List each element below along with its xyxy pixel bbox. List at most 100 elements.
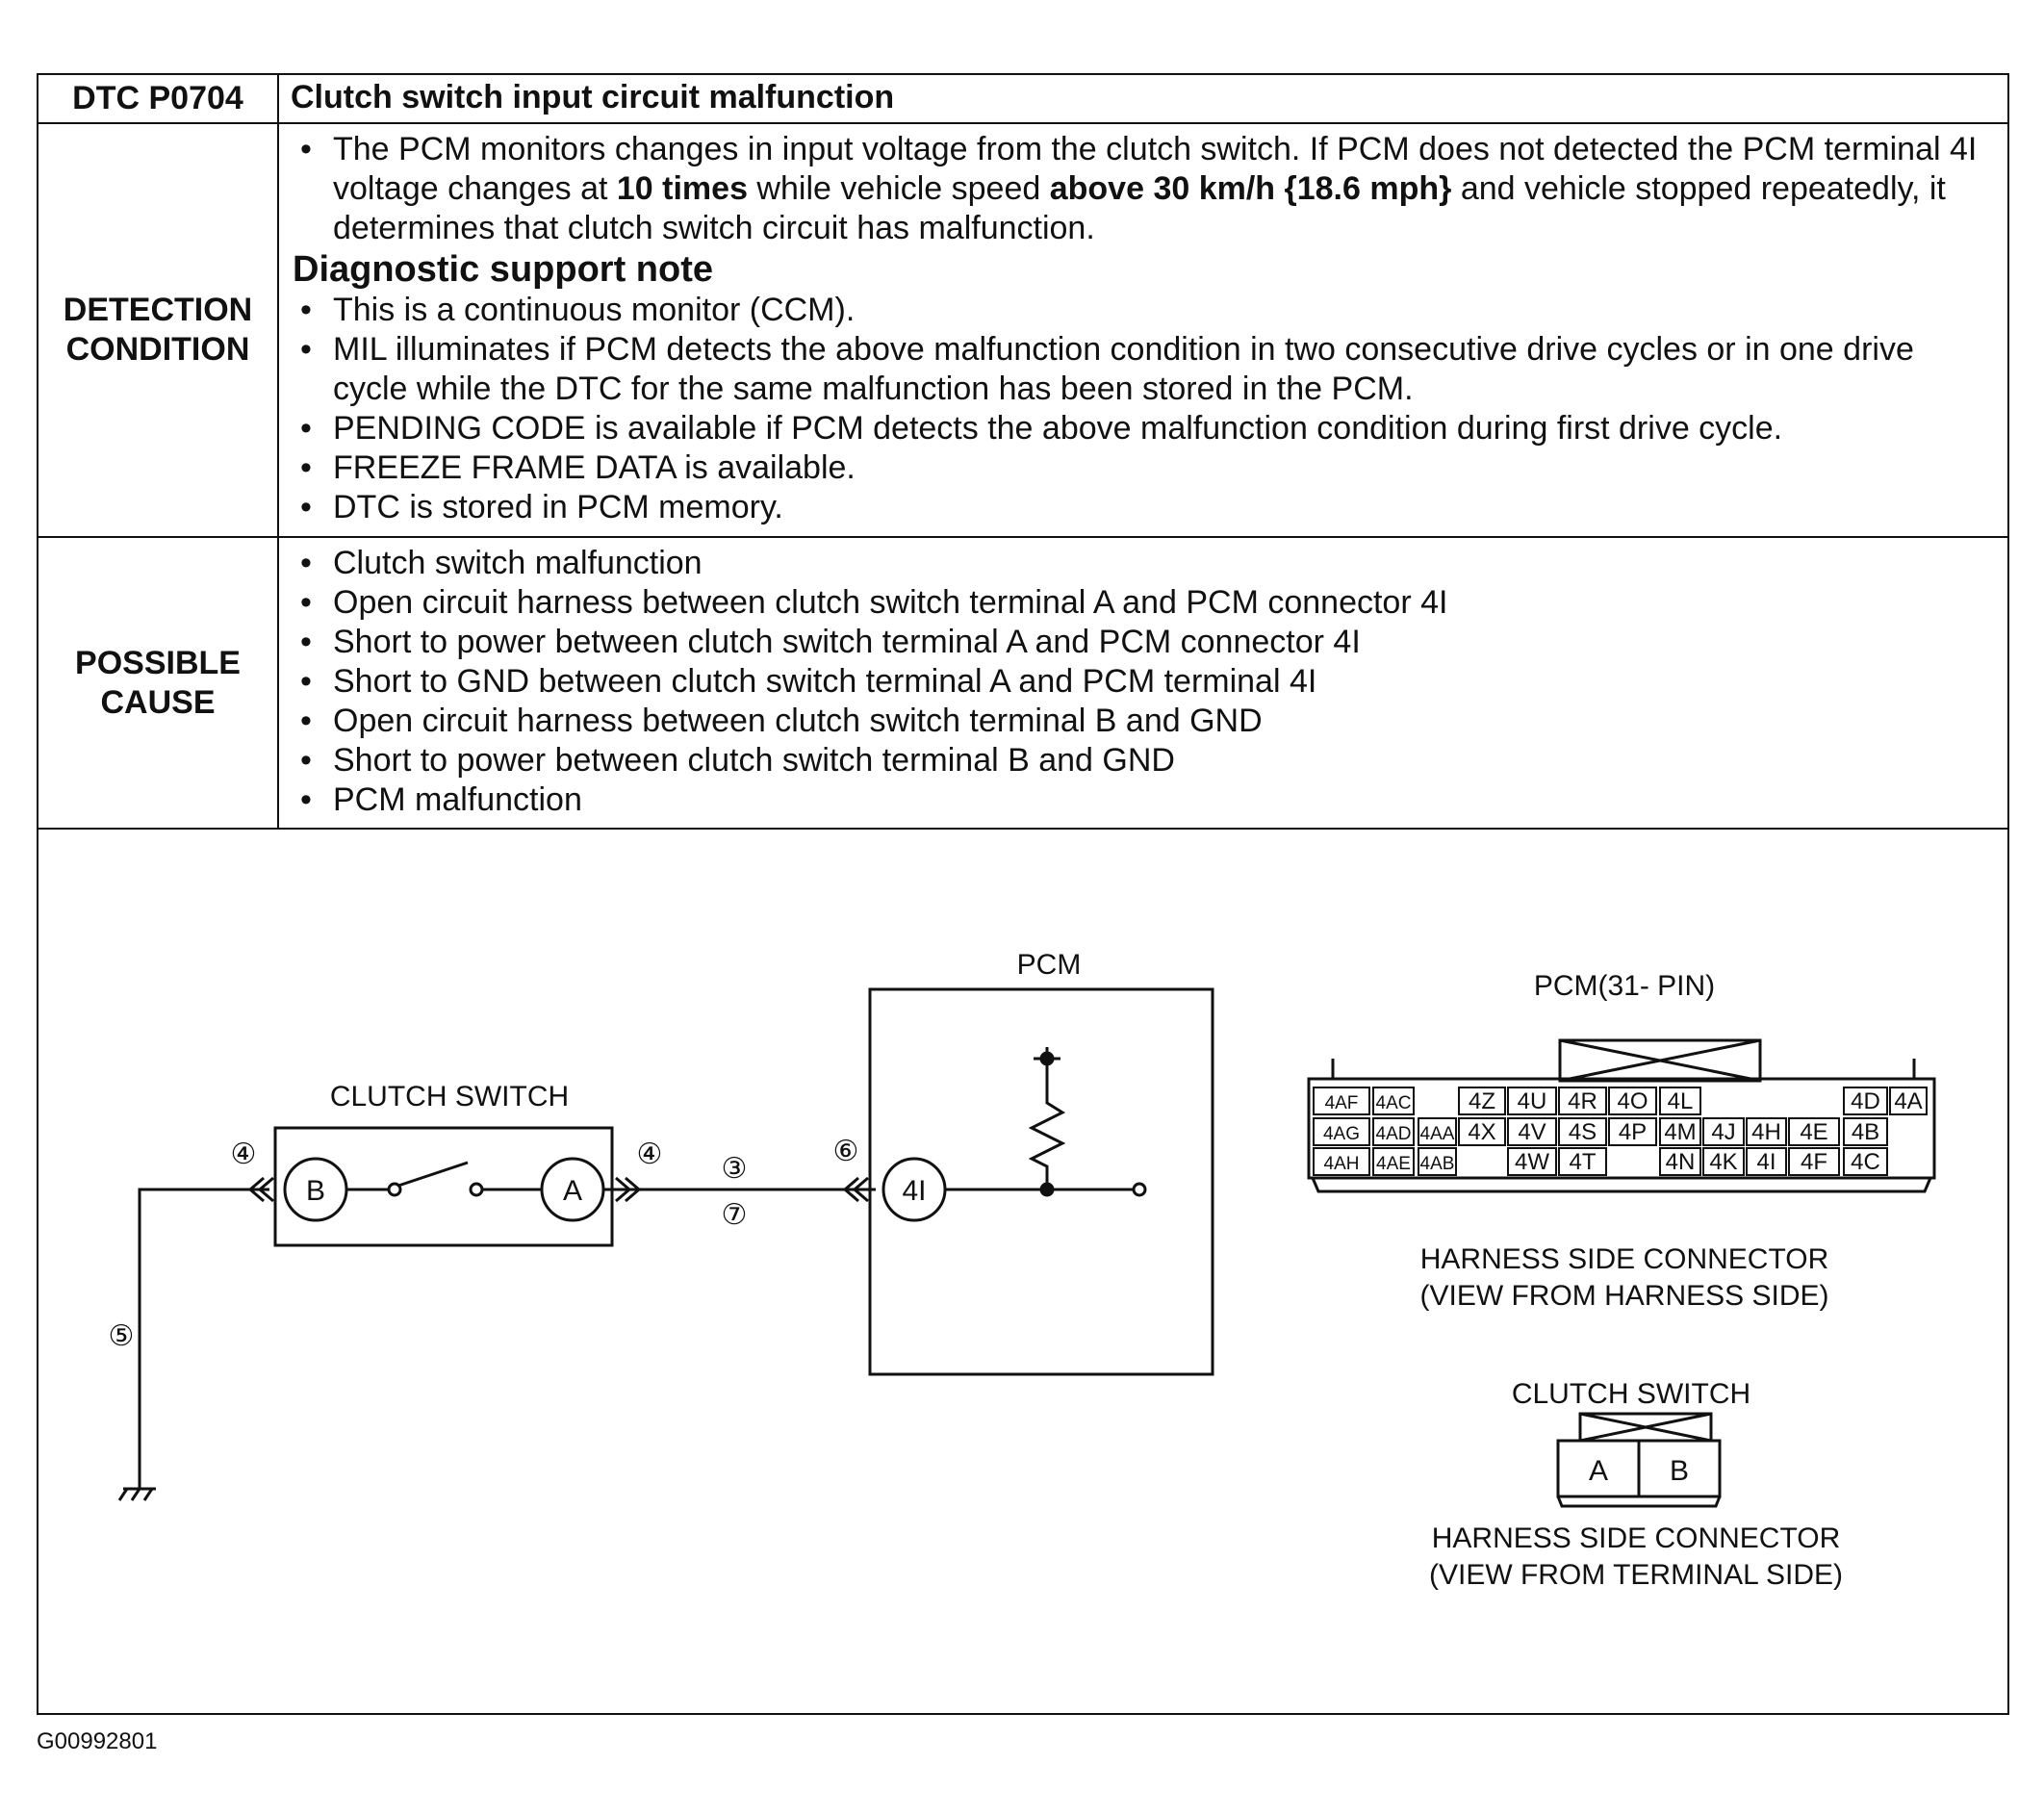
switch-contact-left (387, 1182, 402, 1197)
terminal-b-label: B (306, 1175, 325, 1207)
cause-row: POSSIBLE CAUSE Clutch switch malfunction… (37, 536, 2009, 830)
pcm-pin-label: 4K (1709, 1149, 1737, 1175)
pcm-pin-label: 4L (1668, 1088, 1694, 1114)
pcm-pin-label: 4AB (1420, 1154, 1455, 1174)
pcm-pin-label: 4D (1851, 1088, 1880, 1114)
pcm-pin-label: 4P (1619, 1119, 1647, 1145)
pcm-pin-cell (1372, 1117, 1415, 1146)
wiring-diagram-cell: ⑤ CLUTCH SWITCH B A ④ ④ (37, 828, 2009, 1715)
cause-item: Open circuit harness between clutch swit… (293, 583, 1994, 623)
pcm-pin-cell (1608, 1117, 1657, 1146)
detection-note-item: MIL illuminates if PCM detects the above… (293, 330, 1994, 409)
pcm-pin-cell (1702, 1117, 1745, 1146)
marker-5: ⑤ (109, 1320, 135, 1352)
pcm-connector-drawing (1307, 1038, 1936, 1193)
cause-item: Short to GND between clutch switch termi… (293, 662, 1994, 702)
switch-blade (397, 1161, 469, 1188)
pcm-pin-label: 4H (1751, 1119, 1781, 1145)
pcm-pin-label: 4A (1894, 1088, 1922, 1114)
clutch-connector-pin-b: B (1670, 1455, 1689, 1487)
pcm-pin-cell (1372, 1147, 1415, 1176)
pcm-pin-cell (1418, 1117, 1457, 1146)
pcm-pin-label: 4M (1664, 1119, 1696, 1145)
pcm-pin-cell (1507, 1087, 1557, 1115)
pcm-pin-label: 4AA (1420, 1124, 1455, 1144)
dtc-title: Clutch switch input circuit malfunction (277, 73, 2009, 124)
terminal-a-label: A (563, 1175, 582, 1207)
pcm-pin-label: 4I (1756, 1149, 1776, 1175)
pcm-pin-label: 4C (1851, 1149, 1880, 1175)
pcm-pin-cell (1458, 1117, 1506, 1146)
marker-4-right: ④ (637, 1138, 663, 1170)
detection-note-item: This is a continuous monitor (CCM). (293, 291, 1994, 330)
pcm-pin-cell (1507, 1117, 1557, 1146)
pcm-pin-cell (1558, 1087, 1607, 1115)
cause-label-line1: POSSIBLE (75, 644, 241, 681)
pcm-pin-cell (1788, 1117, 1840, 1146)
ground-symbol (117, 1487, 156, 1501)
connector-chevron-b (247, 1176, 274, 1203)
detection-body: The PCM monitors changes in input voltag… (277, 122, 2009, 538)
marker-6: ⑥ (833, 1136, 859, 1167)
pcm-pin-cell (1659, 1147, 1701, 1176)
pcm-pin-cell (1313, 1087, 1370, 1115)
clutch-connector-drawing (1556, 1412, 1722, 1508)
pcm-pin-label: 4F (1801, 1149, 1827, 1175)
pcm-pin-label: 4N (1666, 1149, 1696, 1175)
clutch-switch-label: CLUTCH SWITCH (330, 1081, 569, 1113)
pcm-pin-cell (1659, 1087, 1701, 1115)
clutch-connector-pin-a: A (1589, 1455, 1608, 1487)
cause-item: Short to power between clutch switch ter… (293, 623, 1994, 662)
marker-4-left: ④ (231, 1138, 257, 1170)
pcm-connector-caption-1: HARNESS SIDE CONNECTOR (1420, 1243, 1829, 1275)
detection-note-item: FREEZE FRAME DATA is available. (293, 448, 1994, 488)
detection-row: DETECTION CONDITION The PCM monitors cha… (37, 122, 2009, 538)
detection-paragraph: The PCM monitors changes in input voltag… (293, 130, 1994, 248)
pcm-pin-label: 4Z (1469, 1088, 1495, 1114)
pull-up-resistor (1028, 1047, 1066, 1189)
pcm-pin-label: 4W (1515, 1149, 1549, 1175)
pcm-pin-cell (1372, 1087, 1415, 1115)
pcm-pin-label: 4J (1711, 1119, 1735, 1145)
pcm-pin-cell (1558, 1117, 1607, 1146)
pcm-pin-cell (1507, 1147, 1557, 1176)
pcm-pin-cell (1458, 1087, 1506, 1115)
pcm-connector-title: PCM(31- PIN) (1534, 970, 1715, 1002)
pcm-internal-terminal (1132, 1182, 1147, 1197)
cause-item: Clutch switch malfunction (293, 544, 1994, 583)
cause-item: Open circuit harness between clutch swit… (293, 702, 1994, 741)
detection-label-line1: DETECTION (63, 292, 253, 328)
pcm-pin-cell (1788, 1147, 1840, 1176)
pcm-pin-cell (1313, 1147, 1370, 1176)
pcm-pin-label: 4X (1468, 1119, 1495, 1145)
marker-3: ③ (722, 1153, 748, 1185)
ground-wire (138, 1188, 269, 1489)
cause-label-line2: CAUSE (100, 683, 216, 721)
pcm-pin-label: 4AG (1323, 1124, 1360, 1144)
pcm-pin-label: 4B (1852, 1119, 1879, 1145)
diagram-row: ⑤ CLUTCH SWITCH B A ④ ④ (37, 828, 2009, 1715)
wiring-diagram: ⑤ CLUTCH SWITCH B A ④ ④ (109, 949, 1936, 1591)
pcm-pin-cell (1843, 1087, 1888, 1115)
pcm-pin-cell (1608, 1087, 1657, 1115)
pcm-pin-cell (1659, 1117, 1701, 1146)
pcm-pin-label: 4O (1617, 1088, 1648, 1114)
pcm-box (868, 987, 1214, 1376)
pcm-pin-cell (1843, 1147, 1888, 1176)
pcm-pin-cell (1746, 1147, 1787, 1176)
pcm-pin-label: 4R (1568, 1088, 1597, 1114)
detection-label-line2: CONDITION (65, 331, 250, 368)
dtc-header-row: DTC P0704 Clutch switch input circuit ma… (37, 73, 2009, 124)
cause-label: POSSIBLE CAUSE (37, 536, 279, 830)
diagnostic-note-heading: Diagnostic support note (293, 249, 713, 290)
pcm-connector-caption-2: (VIEW FROM HARNESS SIDE) (1419, 1280, 1828, 1312)
marker-7: ⑦ (722, 1199, 748, 1231)
pcm-pin-cell (1702, 1147, 1745, 1176)
pcm-pin-cell (1889, 1087, 1928, 1115)
cause-item: PCM malfunction (293, 780, 1994, 820)
pcm-pin-label: 4S (1569, 1119, 1597, 1145)
dtc-table: DTC P0704 Clutch switch input circuit ma… (37, 73, 2009, 1715)
detection-label: DETECTION CONDITION (37, 122, 279, 538)
pcm-pin-label: 4E (1800, 1119, 1827, 1145)
